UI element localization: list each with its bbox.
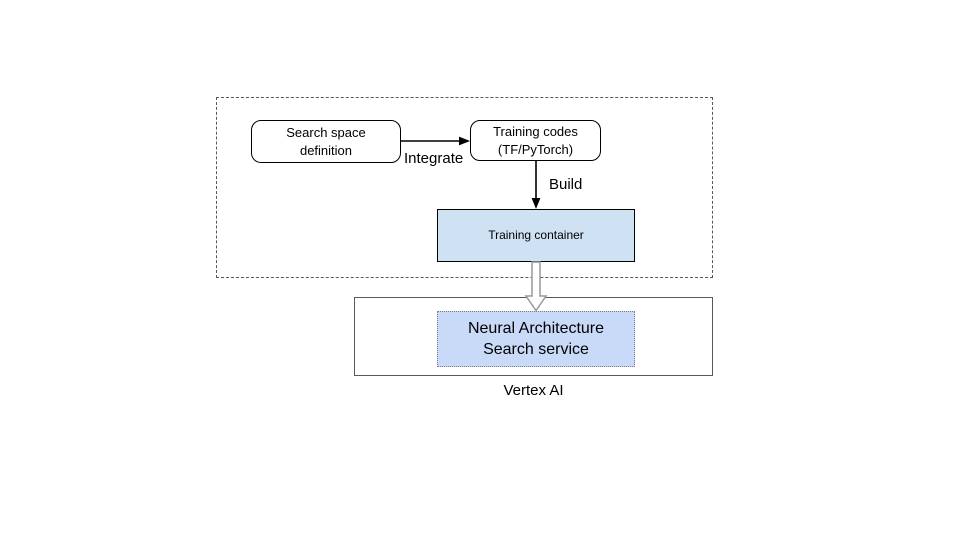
training-container-box: Training container: [437, 209, 635, 262]
training-codes-label: Training codes (TF/PyTorch): [493, 124, 578, 157]
nas-service-box: Neural Architecture Search service: [437, 311, 635, 367]
vertex-ai-caption: Vertex AI: [503, 382, 564, 399]
build-edge-label: Build: [549, 176, 583, 193]
search-space-definition-box: Search space definition: [251, 120, 401, 163]
search-space-definition-label: Search space definition: [286, 125, 366, 158]
training-container-label: Training container: [488, 227, 584, 242]
nas-service-label: Neural Architecture Search service: [467, 319, 605, 358]
training-codes-box: Training codes (TF/PyTorch): [470, 120, 601, 161]
integrate-edge-label: Integrate: [404, 150, 464, 167]
dev-environment-dashed-container: [216, 97, 713, 278]
